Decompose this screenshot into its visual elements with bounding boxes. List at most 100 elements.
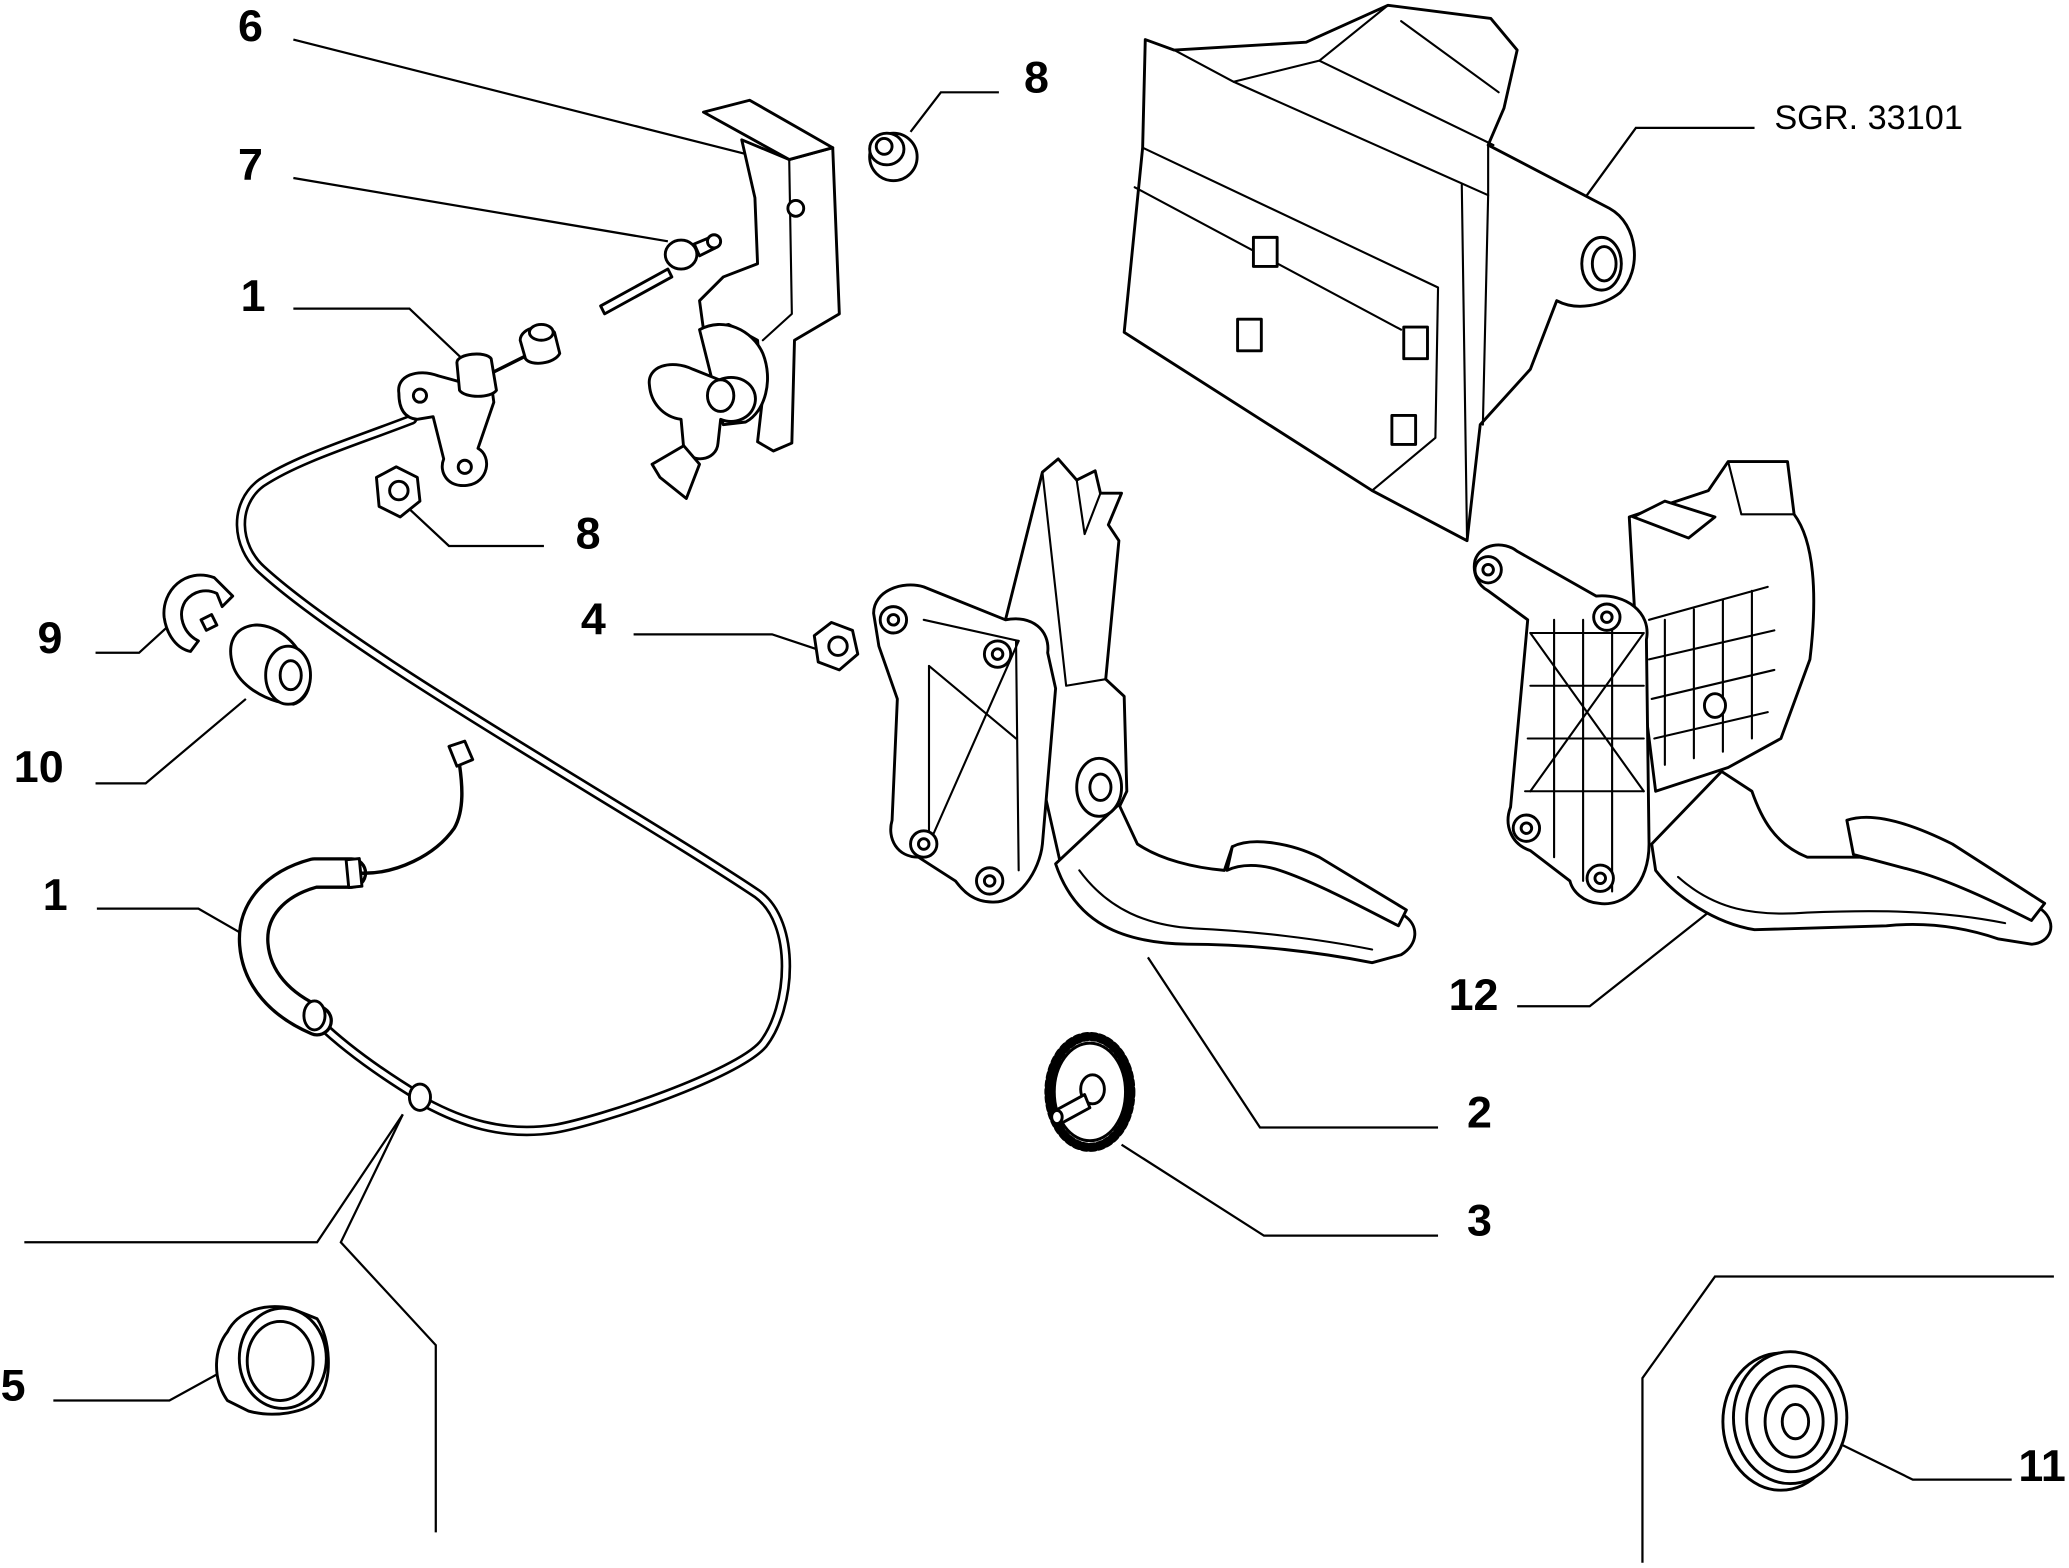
part-2-pedal-assembly-outline xyxy=(982,874,997,888)
pedal-box-housing-outline xyxy=(1173,4,1389,83)
detail-pointer-left-a xyxy=(24,1113,404,1244)
pedal-box-housing-outline xyxy=(1251,235,1279,268)
callout-1-cable: 1 xyxy=(43,869,68,920)
part-12-pedal-assembly-outline xyxy=(1524,631,1645,793)
part-12-pedal-assembly-outline xyxy=(1593,871,1607,886)
pedal-box-housing-outline xyxy=(1400,20,1500,94)
part-2-pedal-assembly-outline xyxy=(1041,471,1107,687)
part-1-cable-outline xyxy=(302,999,327,1032)
part-4-nut-outline xyxy=(827,635,849,657)
part-2-pedal-assembly-outline xyxy=(1088,772,1113,802)
part-9-clip xyxy=(162,573,235,653)
part-10-grommet xyxy=(229,623,312,706)
part-8-nut-mid-outline xyxy=(388,479,410,502)
part-1-cable-sensor xyxy=(397,322,562,487)
pedal-box-housing-outline xyxy=(1236,317,1263,353)
callout-10: 10 xyxy=(14,741,64,792)
leader-lines xyxy=(24,38,2054,1563)
part-5-grommet-outline xyxy=(245,1319,315,1402)
part-3-sprocket xyxy=(1044,1031,1136,1152)
leader-line-8-top xyxy=(909,91,999,133)
leader-line-12 xyxy=(1517,906,1716,1008)
reference-code: SGR. 33101 xyxy=(1774,99,1963,137)
detail-pointer-right xyxy=(1641,1275,2054,1563)
callout-7: 7 xyxy=(238,138,263,189)
callout-6: 6 xyxy=(238,0,263,51)
mounting-plate xyxy=(872,583,1058,904)
part-2-pedal-assembly-outline xyxy=(916,837,931,851)
part-8-nut-mid xyxy=(374,465,422,519)
part-1-cable-outline xyxy=(354,763,464,875)
callout-12: 12 xyxy=(1449,969,1499,1020)
leader-line-10 xyxy=(95,698,247,785)
part-12-pedal-assembly-outline xyxy=(1600,610,1614,624)
pedal-box-housing-outline xyxy=(1402,325,1429,361)
part-2-pedal-assembly-outline xyxy=(1075,478,1102,536)
part-12-pedal-assembly-outline xyxy=(1529,631,1645,793)
leader-line-8-mid xyxy=(408,508,544,548)
leader-line-2 xyxy=(1146,956,1439,1129)
part-9-clip-outline xyxy=(199,613,219,632)
part-4-nut xyxy=(812,621,860,672)
part-2-pedal-assembly-outline xyxy=(927,664,1018,740)
part-2-pedal-assembly-outline xyxy=(886,613,901,627)
callout-4: 4 xyxy=(581,593,606,644)
part-7-pin-outline xyxy=(705,233,723,250)
mounting-frame xyxy=(1472,543,1651,906)
part-6-position-sensor-outline xyxy=(705,378,736,413)
leader-line-6 xyxy=(293,38,748,156)
part-12-pedal-assembly-outline xyxy=(1663,589,1753,766)
pedal-box-housing-outline xyxy=(1460,183,1469,542)
part-1-cable-sensor-outline xyxy=(492,354,528,374)
part-12-pedal-assembly-outline xyxy=(1647,585,1776,740)
part-6-position-sensor-outline xyxy=(647,363,757,461)
part-2-pedal-assembly-outline xyxy=(1014,639,1020,872)
part-12-pedal-assembly-outline xyxy=(1676,875,2007,925)
part-12-pedal-assembly-outline xyxy=(1702,692,1727,719)
leader-line-1-sensor xyxy=(293,307,463,360)
leader-line-reference xyxy=(1582,126,1755,202)
callout-1-sensor: 1 xyxy=(241,270,266,321)
part-2-pedal-assembly xyxy=(872,457,1417,965)
part-1-cable xyxy=(235,414,792,1137)
part-7-pin-outline xyxy=(663,238,699,271)
callout-8-top: 8 xyxy=(1024,51,1049,102)
cable-clip xyxy=(407,1082,432,1112)
part-11-bushing xyxy=(1721,1350,1849,1492)
part-6-position-sensor xyxy=(647,323,769,500)
pedal-box-housing xyxy=(1122,3,1636,543)
pedal-box-housing-outline xyxy=(1122,3,1636,543)
part-1-cable-sensor-outline xyxy=(411,387,429,404)
part-1-cable-sensor-outline xyxy=(527,322,555,342)
part-9-clip-outline xyxy=(162,573,235,653)
part-2-pedal-assembly-outline xyxy=(990,647,1005,661)
pedal-box-housing-outline xyxy=(1318,59,1495,147)
part-6-bracket-outline xyxy=(702,98,835,162)
pedal-box-housing-outline xyxy=(1590,245,1618,283)
part-12-pedal-assembly-outline xyxy=(1481,562,1495,577)
pedal-pad-right xyxy=(1845,815,2047,922)
part-7-pin-outline xyxy=(599,267,674,316)
callout-9: 9 xyxy=(38,612,63,663)
part-1-cable-sensor-outline xyxy=(456,458,473,475)
part-8-nut-top-outline xyxy=(874,137,894,156)
callout-labels: 6 7 1 8 8 9 10 4 1 5 2 3 12 11 SGR. 3310… xyxy=(1,0,2066,1491)
leader-line-4 xyxy=(633,633,816,650)
part-10-grommet-outline xyxy=(278,659,303,692)
part-3-sprocket-outline xyxy=(1050,1108,1064,1126)
callout-5: 5 xyxy=(1,1360,26,1411)
callout-3: 3 xyxy=(1467,1195,1492,1246)
part-1-cable-outline xyxy=(447,739,475,768)
part-6-position-sensor-outline xyxy=(650,444,701,500)
part-12-pedal-assembly-outline xyxy=(1519,821,1534,835)
part-12-pedal-assembly-outline xyxy=(1631,499,1717,540)
part-2-pedal-assembly-outline xyxy=(1078,869,1374,951)
part-11-bushing-outline xyxy=(1780,1403,1811,1441)
pedal-box-housing-outline xyxy=(1141,146,1440,492)
part-1-cable-sensor-outline xyxy=(455,352,498,398)
part-2-pedal-assembly-outline xyxy=(922,618,1020,642)
pedal-pad xyxy=(1225,840,1408,928)
leader-line-7 xyxy=(293,176,669,243)
part-12-pedal-assembly xyxy=(1472,460,2053,946)
